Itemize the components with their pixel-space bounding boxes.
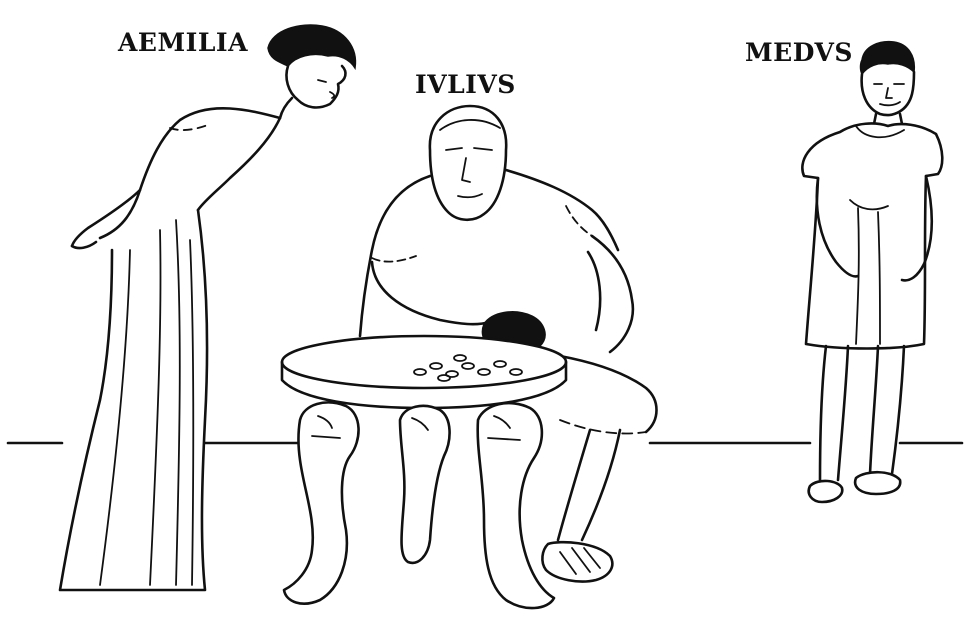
label-iulius: IVLIVS <box>415 70 516 99</box>
label-aemilia: AEMILIA <box>118 28 248 57</box>
coins <box>413 354 523 382</box>
figure-aemilia <box>58 24 357 592</box>
medus-sandal-right <box>853 470 902 496</box>
table-top <box>280 334 568 390</box>
lion-leg-left <box>282 401 360 605</box>
iulius-tunic <box>358 168 620 338</box>
medus-sandal-left <box>807 479 844 504</box>
lion-leg-right <box>476 401 556 610</box>
label-medus: MEDVS <box>745 38 853 67</box>
medus-hair <box>859 40 916 76</box>
aemilia-face <box>285 64 347 109</box>
medus-face <box>860 70 916 117</box>
figure-medus <box>801 40 944 504</box>
lion-leg-middle <box>398 404 451 565</box>
aemilia-hair <box>267 24 357 71</box>
round-table <box>280 334 568 610</box>
iulius-head <box>428 104 508 222</box>
iulius-sandal <box>541 540 614 583</box>
aemilia-dress <box>58 208 209 592</box>
aemilia-torso <box>98 107 282 240</box>
figure-iulius <box>358 104 658 583</box>
